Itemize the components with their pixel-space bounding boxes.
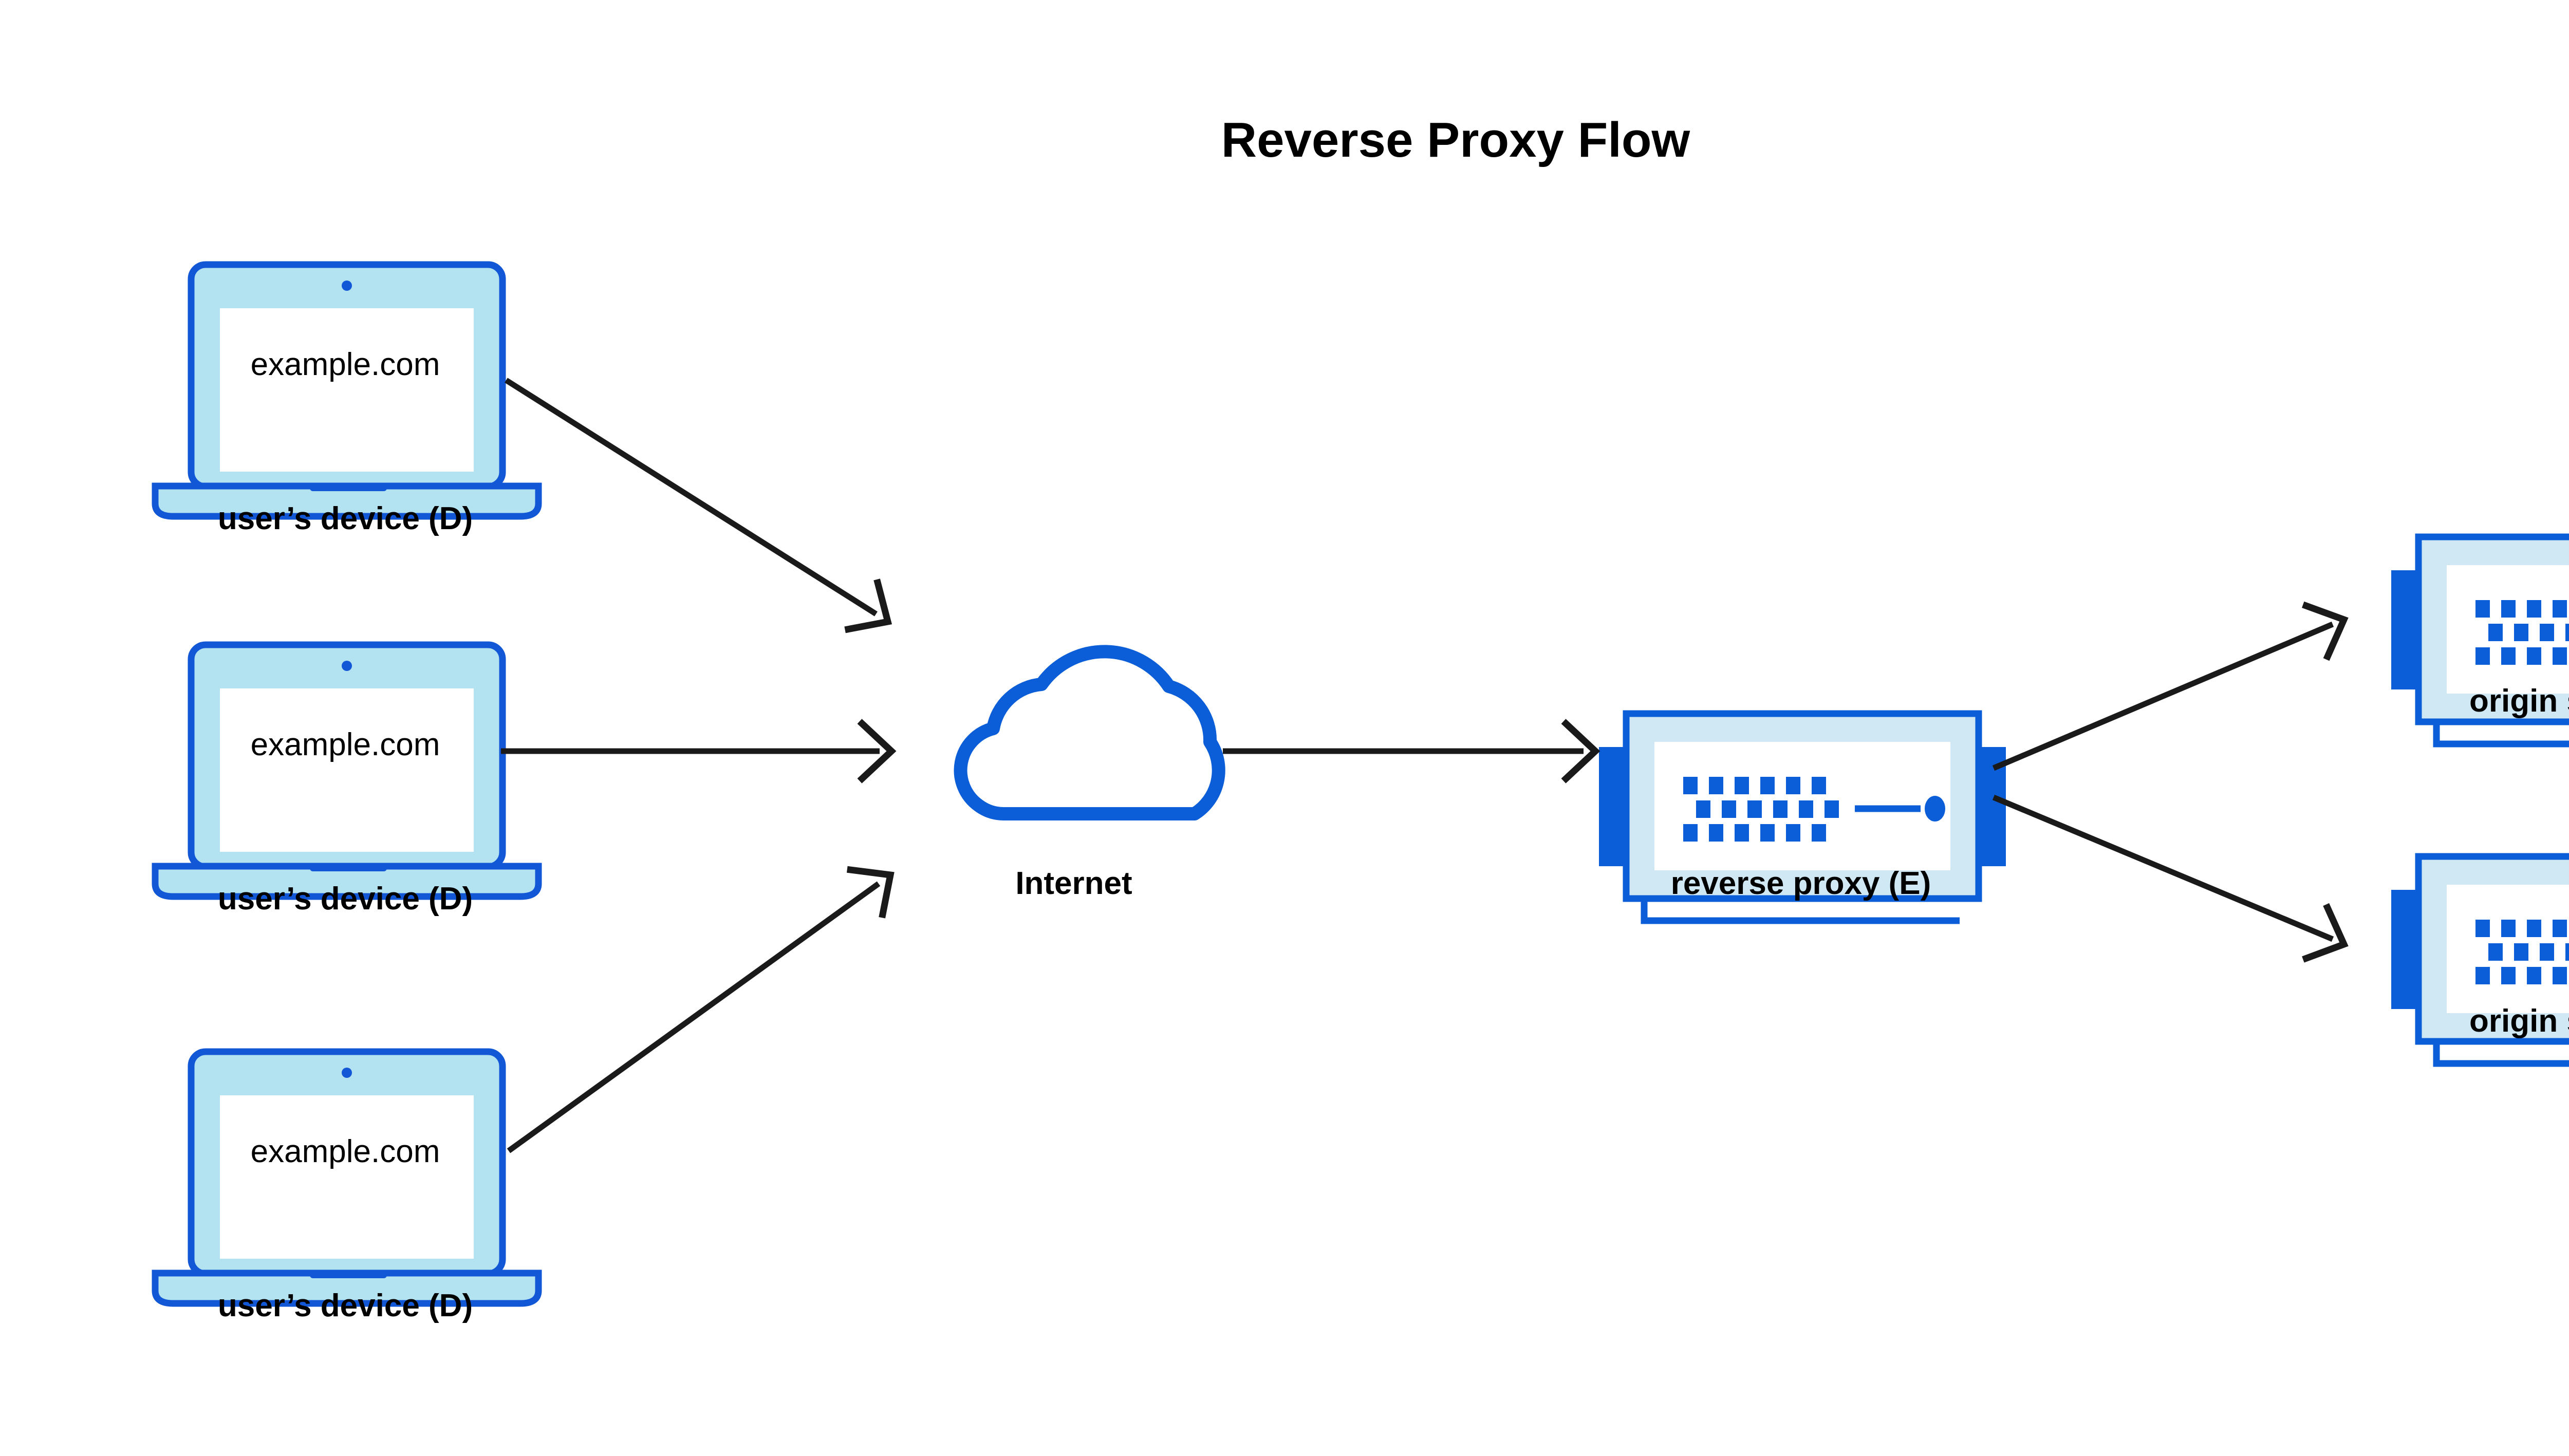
internet-node[interactable]: Internet bbox=[961, 651, 1219, 901]
client-device-2-label: user’s device (D) bbox=[218, 881, 473, 917]
reverse-proxy-node[interactable]: reverse proxy (E) bbox=[1599, 714, 2006, 921]
client-device-3-label: user’s device (D) bbox=[218, 1288, 473, 1323]
edge-client1-internet bbox=[505, 378, 904, 647]
laptop-icon bbox=[155, 265, 538, 516]
origin-server-1-node[interactable]: origin server (F) bbox=[2391, 537, 2569, 744]
client-screen-text: example.com bbox=[251, 347, 440, 382]
cloud-icon bbox=[961, 651, 1219, 814]
reverse-proxy-label: reverse proxy (E) bbox=[1671, 866, 1931, 901]
client-device-3[interactable]: example.com user’s device (D) bbox=[155, 1052, 538, 1323]
client-device-1-label: user’s device (D) bbox=[218, 501, 473, 536]
edge-internet-proxy bbox=[1223, 721, 1595, 781]
laptop-icon bbox=[155, 1052, 538, 1303]
client-screen-text: example.com bbox=[251, 727, 440, 762]
edge-proxy-origin1 bbox=[1992, 592, 2356, 771]
internet-label: Internet bbox=[1015, 866, 1132, 901]
client-device-1[interactable]: example.com user’s device (D) bbox=[155, 265, 538, 536]
edge-proxy-origin2 bbox=[1992, 794, 2355, 972]
origin-server-2-label: origin server (F) bbox=[2469, 1003, 2569, 1039]
client-device-2[interactable]: example.com user’s device (D) bbox=[155, 645, 538, 917]
edge-client3-internet bbox=[507, 851, 908, 1153]
edge-client2-internet bbox=[501, 721, 891, 781]
page-title: Reverse Proxy Flow bbox=[1221, 113, 1690, 167]
origin-server-1-label: origin server (F) bbox=[2469, 683, 2569, 719]
client-screen-text: example.com bbox=[251, 1134, 440, 1169]
origin-server-2-node[interactable]: origin server (F) bbox=[2391, 856, 2569, 1063]
laptop-icon bbox=[155, 645, 538, 897]
